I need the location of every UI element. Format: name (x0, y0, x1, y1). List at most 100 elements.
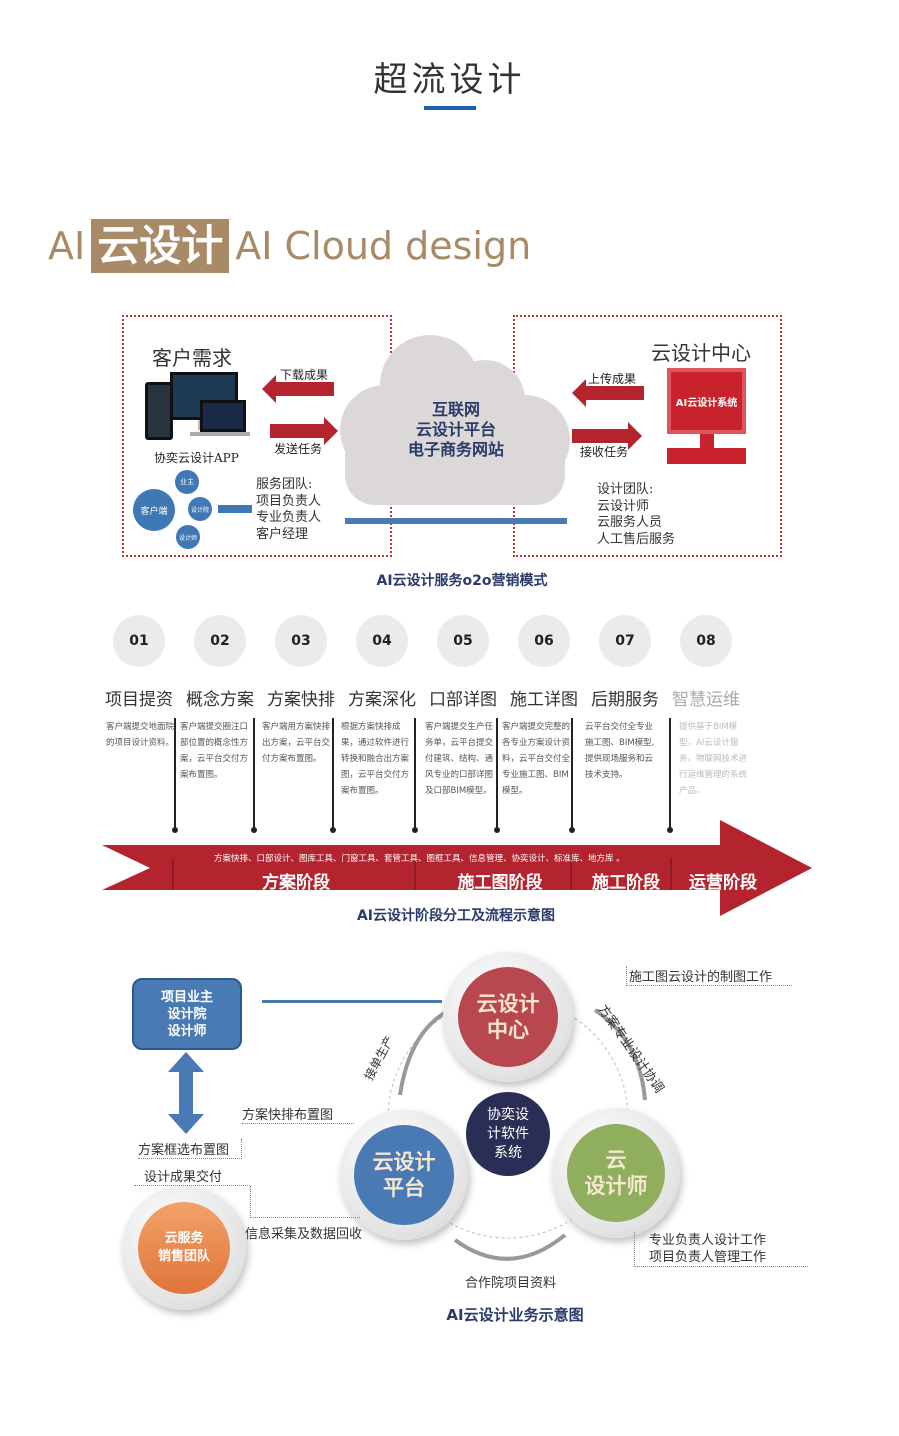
owner-line: 项目业主 (160, 990, 213, 1005)
step-divider (332, 718, 334, 828)
team-line: 设计团队: (597, 482, 654, 497)
double-arrow-icon (218, 505, 252, 513)
monitor-base (667, 448, 746, 464)
stage-design: 方案阶段 (262, 873, 330, 893)
stage-operation: 运营阶段 (689, 873, 757, 893)
sales-team-inner: 云服务销售团队 (138, 1202, 230, 1294)
stage-construction-drawing: 施工图阶段 (457, 873, 543, 893)
step-marker (172, 827, 178, 833)
step-title: 施工详图 (510, 690, 578, 710)
owner-box: 项目业主 设计院 设计师 (132, 978, 242, 1050)
node-line: 系统 (494, 1144, 522, 1161)
step-number: 03 (275, 615, 327, 667)
step-divider (571, 718, 573, 828)
center-title: 云设计中心 (651, 341, 751, 365)
arrow-left-icon (262, 375, 276, 403)
team-line: 客户经理 (256, 526, 309, 542)
label-quick-layout: 方案快排布置图 (242, 1104, 354, 1124)
node-line: 协奕设 (487, 1106, 529, 1123)
node-line: 设计师 (584, 1174, 648, 1198)
step-description: 客户端提交生产任务单，云平台提交付建筑、结构、通风专业的口部详图及口部BIM模型… (425, 722, 494, 796)
step-divider (414, 718, 416, 828)
cloud-line: 云设计平台 (415, 420, 496, 439)
download-arrow (276, 382, 334, 396)
receive-label: 接收任务 (580, 445, 629, 459)
leader-line (250, 1186, 360, 1218)
step-marker (251, 827, 257, 833)
phase-caption: AI云设计阶段分工及流程示意图 (356, 908, 556, 924)
label-drawing: 施工图云设计的制图工作 (626, 966, 792, 986)
step-divider (253, 718, 255, 828)
node-line: 销售团队 (157, 1249, 210, 1264)
design-team: 设计团队: 云设计师 云服务人员 人工售后服务 (597, 482, 675, 548)
cloud-center-inner: 云设计中心 (458, 967, 558, 1067)
step-marker (494, 827, 500, 833)
phase-arrow (102, 820, 812, 916)
step-number: 05 (437, 615, 489, 667)
step-description: 客户端提交地面院的项目设计资料。 (106, 722, 175, 748)
step-title: 后期服务 (591, 690, 659, 710)
owner-node: 业主 (175, 470, 199, 494)
step-description: 根据方案快排成果，通过软件进行转换和融合出方案图，云平台交付方案布置图。 (341, 722, 410, 796)
cloud-platform-node: 云设计平台 (340, 1110, 468, 1240)
receive-arrow (572, 429, 630, 443)
page-title: 超流设计 (373, 60, 526, 100)
business-caption: AI云设计业务示意图 (446, 1306, 584, 1324)
vertical-double-arrow (168, 1052, 204, 1134)
cloud-designer-inner: 云设计师 (567, 1124, 665, 1222)
brand-heading: AI 云设计 AI Cloud design (48, 218, 531, 274)
designer-node: 设计师 (176, 525, 200, 549)
node-line: 云设计 (476, 992, 540, 1016)
owner-center-arrow (262, 1000, 442, 1003)
step-title: 方案快排 (267, 690, 335, 710)
download-label: 下载成果 (280, 368, 329, 382)
system-monitor: AI云设计系统 (667, 368, 746, 434)
step-description: 提供基于BIM模型，AI云设计服务、物联网技术进行运维管理的系统产品。 (679, 722, 748, 796)
cloud-designer-node: 云设计师 (552, 1108, 680, 1238)
step-description: 云平台交付全专业施工图、BIM模型,提供现场服务和云技术支持。 (585, 722, 655, 780)
upload-label: 上传成果 (588, 372, 637, 386)
step-divider (174, 718, 176, 828)
upload-arrow (586, 386, 644, 400)
team-line: 项目负责人 (256, 493, 322, 509)
step-marker (330, 827, 336, 833)
link-double-arrow (345, 518, 567, 524)
node-line: 云设计 (372, 1150, 436, 1174)
arrow-left-icon (572, 379, 586, 407)
cloud-platform-inner: 云设计平台 (354, 1125, 454, 1225)
client-node: 客户端 (133, 489, 175, 531)
step-title: 智慧运维 (672, 690, 740, 710)
step-title: 项目提资 (105, 690, 173, 710)
node-line: 云 (605, 1148, 627, 1172)
resp-line: 项目负责人管理工作 (649, 1250, 767, 1265)
team-line: 专业负责人 (256, 510, 322, 525)
arrow-right-icon (628, 422, 642, 450)
step-title: 概念方案 (186, 690, 254, 710)
sales-team-node: 云服务销售团队 (122, 1186, 246, 1310)
cloud-center-node: 云设计中心 (443, 952, 573, 1082)
node-line: 平台 (383, 1176, 425, 1200)
step-description: 客户端用方案快排出方案，云平台交付方案布置图。 (262, 722, 331, 764)
monitor-stand (700, 434, 714, 448)
resp-line: 专业负责人设计工作 (649, 1233, 767, 1248)
step-title: 方案深化 (348, 690, 416, 710)
step-description: 客户端提交圈注口部位置的概念性方案，云平台交付方案布置图。 (180, 722, 249, 780)
label-deliver: 设计成果交付 (134, 1166, 250, 1186)
customer-title: 客户需求 (152, 346, 232, 370)
brand-highlight: 云设计 (91, 219, 230, 273)
team-line: 云服务人员 (597, 515, 663, 530)
label-collect: 信息采集及数据回收 (245, 1227, 363, 1242)
o2o-caption: AI云设计服务o2o营销模式 (376, 573, 548, 589)
owner-line: 设计院 (167, 1007, 207, 1022)
cloud-line: 电子商务网站 (407, 440, 504, 459)
brand-prefix: AI (48, 224, 86, 268)
step-number: 02 (194, 615, 246, 667)
service-team: 服务团队: 项目负责人 专业负责人 客户经理 (256, 477, 321, 543)
institute-node: 设计院 (188, 497, 212, 521)
send-arrow (270, 424, 326, 438)
cloud-icon (340, 335, 570, 505)
step-marker (569, 827, 575, 833)
step-marker (412, 827, 418, 833)
step-divider (669, 718, 671, 828)
step-number: 01 (113, 615, 165, 667)
